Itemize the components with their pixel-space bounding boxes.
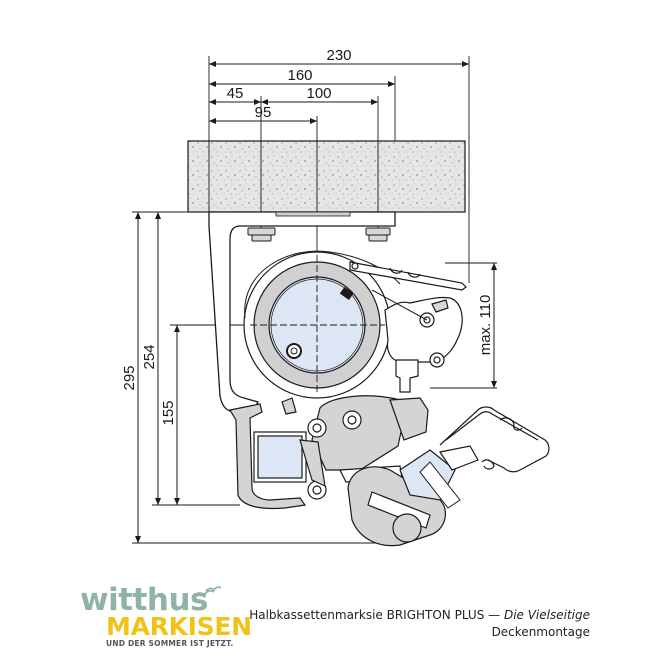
folding-arms xyxy=(347,445,479,547)
dim-45-label: 45 xyxy=(227,85,244,102)
dim-155-label: 155 xyxy=(160,400,177,425)
logo-slogan: UND DER SOMMER IST JETZT. xyxy=(106,639,234,648)
logo-wordmark-top: witthus xyxy=(80,582,209,618)
caption: Halbkassettenmarksie BRIGHTON PLUS — Die… xyxy=(249,607,590,641)
dim-254-label: 254 xyxy=(141,344,158,369)
logo-wordmark-middle: MARKISEN xyxy=(106,612,252,641)
witthus-logo: witthus MARKISEN UND DER SOMMER IST JETZ… xyxy=(80,582,252,653)
mounting-bracket xyxy=(208,211,396,413)
caption-title: Halbkassettenmarksie BRIGHTON PLUS — xyxy=(249,608,504,622)
center-lines xyxy=(250,255,385,395)
ceiling-bolts xyxy=(247,227,391,242)
dim-95-label: 95 xyxy=(255,104,272,121)
caption-subtitle: Die Vielseitige xyxy=(503,608,590,622)
footer: witthus MARKISEN UND DER SOMMER IST JETZ… xyxy=(0,575,656,656)
birds-icon xyxy=(193,586,222,599)
front-bar-extended xyxy=(439,406,550,473)
caption-line-2: Deckenmontage xyxy=(491,625,590,639)
ceiling-slab xyxy=(187,140,466,213)
cassette-hood xyxy=(349,261,467,291)
dim-100-label: 100 xyxy=(306,85,331,102)
dim-160-label: 160 xyxy=(287,67,312,84)
front-profile xyxy=(371,289,463,368)
caption-line-1: Halbkassettenmarksie BRIGHTON PLUS — Die… xyxy=(249,607,590,624)
dim-295-label: 295 xyxy=(121,365,138,390)
dimension-lines xyxy=(135,61,497,543)
dim-max110-label: max. 110 xyxy=(477,295,494,356)
dim-230-label: 230 xyxy=(326,47,351,64)
technical-drawing: 230 160 45 100 95 295 254 155 max. 110 xyxy=(121,47,550,547)
